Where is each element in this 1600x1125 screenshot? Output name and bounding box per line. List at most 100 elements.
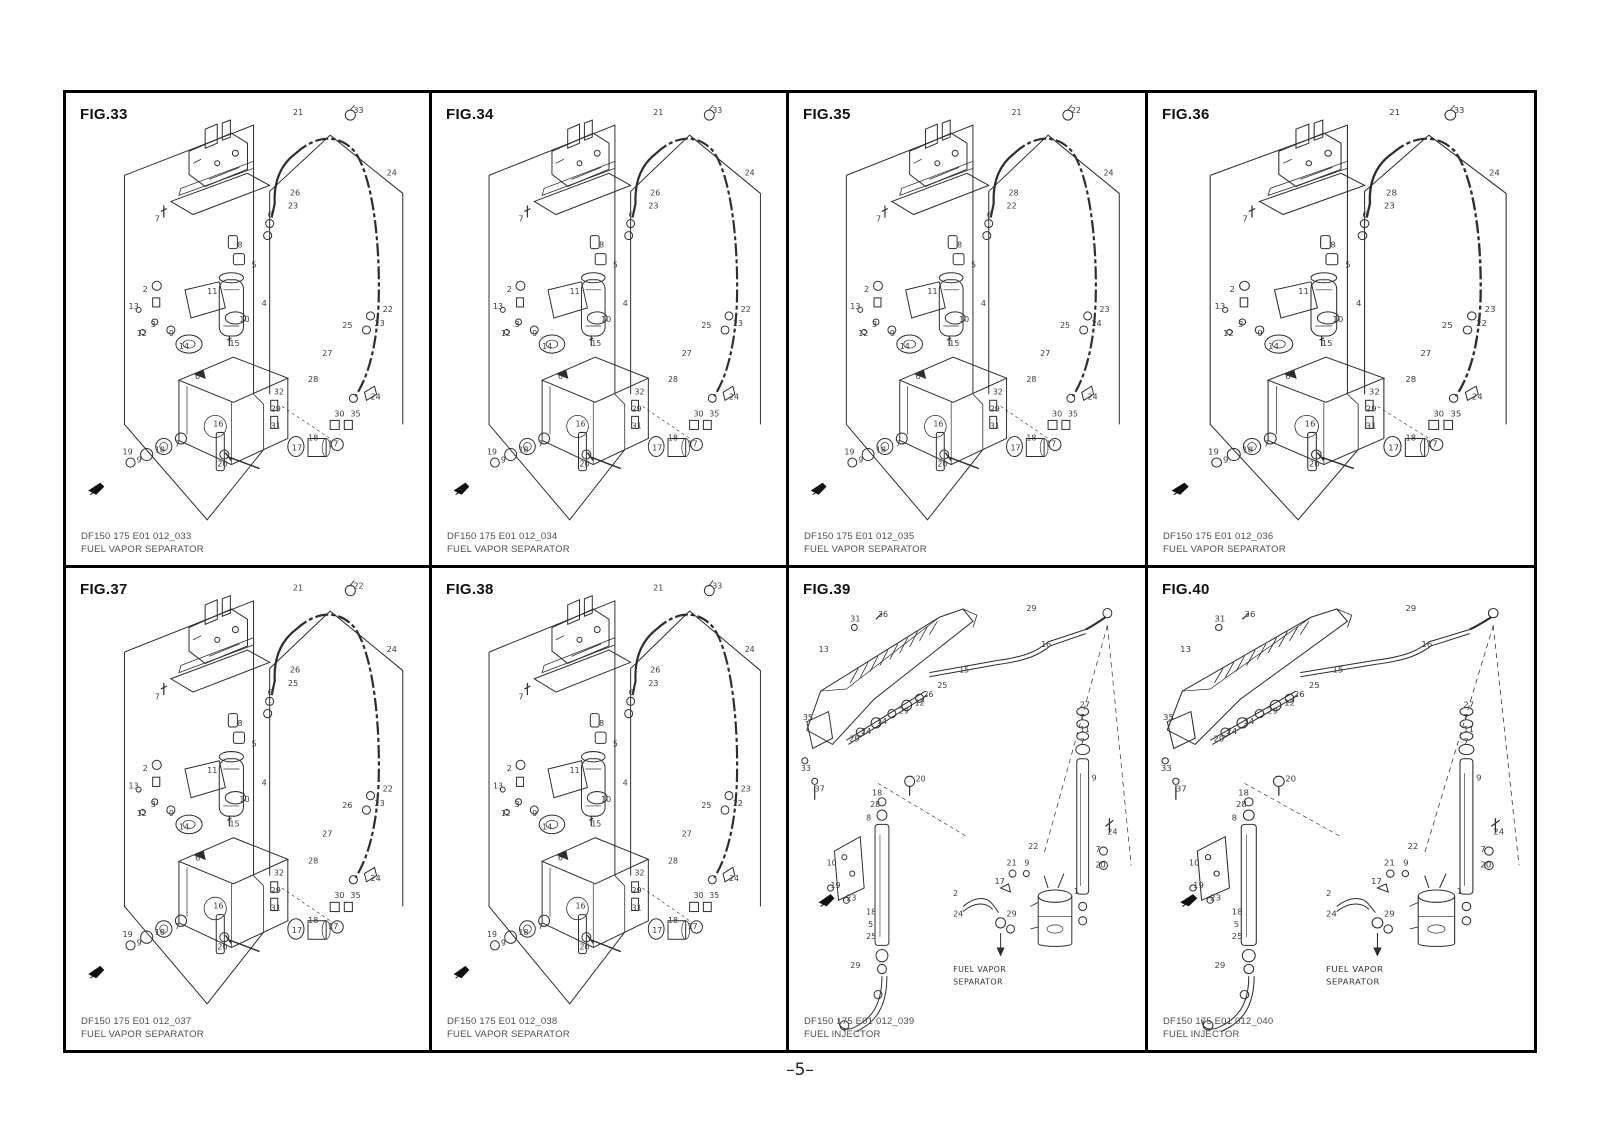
callout-label: 27 bbox=[682, 349, 692, 358]
callout-label: 28 bbox=[1236, 799, 1247, 809]
callout-label: 31 bbox=[990, 421, 1000, 430]
callout-label: 12 bbox=[915, 698, 925, 707]
callout-label: 14 bbox=[179, 342, 189, 351]
callout-label: 6 bbox=[558, 853, 563, 862]
callout-label: 17 bbox=[995, 877, 1005, 886]
callout-label: 23 bbox=[648, 679, 658, 688]
figure-label: FIG.35 bbox=[803, 106, 851, 123]
figure-label: FIG.33 bbox=[80, 106, 128, 123]
callout-label: 28 bbox=[668, 375, 678, 384]
figure-caption: DF150 175 E01 012_036 FUEL VAPOR SEPARAT… bbox=[1163, 531, 1286, 557]
callout-label: 7 bbox=[155, 215, 160, 224]
callout-label: 13 bbox=[1214, 301, 1225, 311]
callout-label: 24 bbox=[1326, 909, 1337, 919]
callout-label: 26 bbox=[650, 665, 660, 674]
callout-label: 18 bbox=[519, 928, 529, 937]
callout-label: 19 bbox=[1193, 880, 1204, 890]
figure-label: FIG.40 bbox=[1162, 581, 1210, 598]
callout-label: 16 bbox=[933, 419, 943, 428]
figure-title: FUEL INJECTOR bbox=[804, 1029, 881, 1041]
callout-label: 9 bbox=[1223, 455, 1228, 465]
callout-label: 18 bbox=[668, 433, 678, 442]
callout-label: 5 bbox=[252, 738, 257, 748]
callout-label: 9 bbox=[137, 937, 142, 947]
callout-label: 25 bbox=[1309, 680, 1320, 690]
callout-label: 30 bbox=[1052, 409, 1062, 418]
callout-label: 25 bbox=[342, 321, 352, 330]
callout-label: 28 bbox=[870, 800, 880, 809]
callout-label: 32 bbox=[274, 868, 284, 878]
callout-label: 35 bbox=[1450, 409, 1461, 419]
callout-label: 20 bbox=[580, 942, 590, 951]
callout-label: 9 bbox=[169, 329, 174, 338]
callout-label: 18 bbox=[519, 445, 529, 454]
callout-label: 20 bbox=[916, 774, 926, 783]
callout-label: 33 bbox=[712, 581, 722, 590]
callout-label: 7 bbox=[1463, 737, 1468, 747]
callout-label: 25 bbox=[866, 932, 876, 941]
figure-label: FIG.34 bbox=[446, 106, 494, 123]
callout-label: 4 bbox=[262, 777, 267, 787]
vapor-separator-annotation-line2: SEPARATOR bbox=[1326, 977, 1380, 987]
callout-label: 13 bbox=[493, 302, 503, 311]
callout-label: 24 bbox=[729, 874, 739, 883]
callout-label: 12 bbox=[137, 329, 147, 338]
callout-label: 37 bbox=[815, 784, 825, 793]
callout-label: 17 bbox=[1046, 439, 1056, 448]
callout-label: 6 bbox=[629, 688, 634, 697]
figure-code: DF150 175 E01 012_037 bbox=[81, 1016, 192, 1028]
callout-label: 22 bbox=[1407, 841, 1418, 851]
callout-label: 14 bbox=[542, 342, 552, 351]
callout-label: 30 bbox=[334, 409, 344, 418]
callout-label: 4 bbox=[1356, 298, 1361, 308]
callout-label: 6 bbox=[195, 852, 200, 862]
callout-label: 18 bbox=[155, 446, 165, 455]
callout-label: 14 bbox=[542, 822, 552, 831]
callout-label: 25 bbox=[1442, 320, 1453, 330]
callout-label: 35 bbox=[803, 713, 813, 722]
callout-label: 8 bbox=[957, 241, 962, 250]
callout-label: 15 bbox=[591, 339, 601, 348]
callout-label: 24 bbox=[1226, 726, 1237, 736]
callout-label: 9 bbox=[890, 329, 895, 338]
figure-caption: DF150 175 E01 012_034 FUEL VAPOR SEPARAT… bbox=[447, 531, 570, 557]
callout-label: 22 bbox=[353, 580, 363, 590]
callout-label: 3 bbox=[151, 320, 156, 329]
callout-label: 18 bbox=[1232, 907, 1243, 917]
figure-code: DF150 175 E01 012_035 bbox=[804, 531, 915, 543]
callout-label: 30 bbox=[1433, 409, 1444, 419]
callout-label: 7 bbox=[1242, 214, 1247, 224]
callout-label: 33 bbox=[801, 764, 811, 773]
callout-label: 16 bbox=[1305, 419, 1316, 429]
callout-label: 17 bbox=[652, 926, 662, 935]
callout-label: 29 bbox=[1366, 404, 1377, 414]
callout-label: 7 bbox=[1480, 844, 1485, 854]
callout-label: 20 bbox=[1096, 860, 1106, 869]
callout-label: 35 bbox=[709, 409, 719, 418]
callout-label: 9 bbox=[1024, 858, 1029, 867]
callout-label: 20 bbox=[1480, 860, 1491, 870]
callout-label: 30 bbox=[334, 890, 344, 900]
callout-label: 28 bbox=[668, 856, 678, 865]
callout-label: 26 bbox=[290, 188, 300, 197]
callout-label: 6 bbox=[629, 210, 634, 219]
callout-label: 29 bbox=[849, 734, 859, 743]
callout-label: 35 bbox=[709, 891, 719, 900]
callout-label: 17 bbox=[292, 444, 302, 453]
callout-label: 8 bbox=[1330, 240, 1335, 250]
callout-label: 24 bbox=[1493, 827, 1504, 837]
callout-label: 31 bbox=[1366, 421, 1377, 431]
callout-label: 17 bbox=[1371, 876, 1382, 886]
callout-label: 18 bbox=[866, 908, 876, 917]
callout-label: 5 bbox=[252, 261, 257, 270]
callout-label: 4 bbox=[623, 299, 628, 308]
